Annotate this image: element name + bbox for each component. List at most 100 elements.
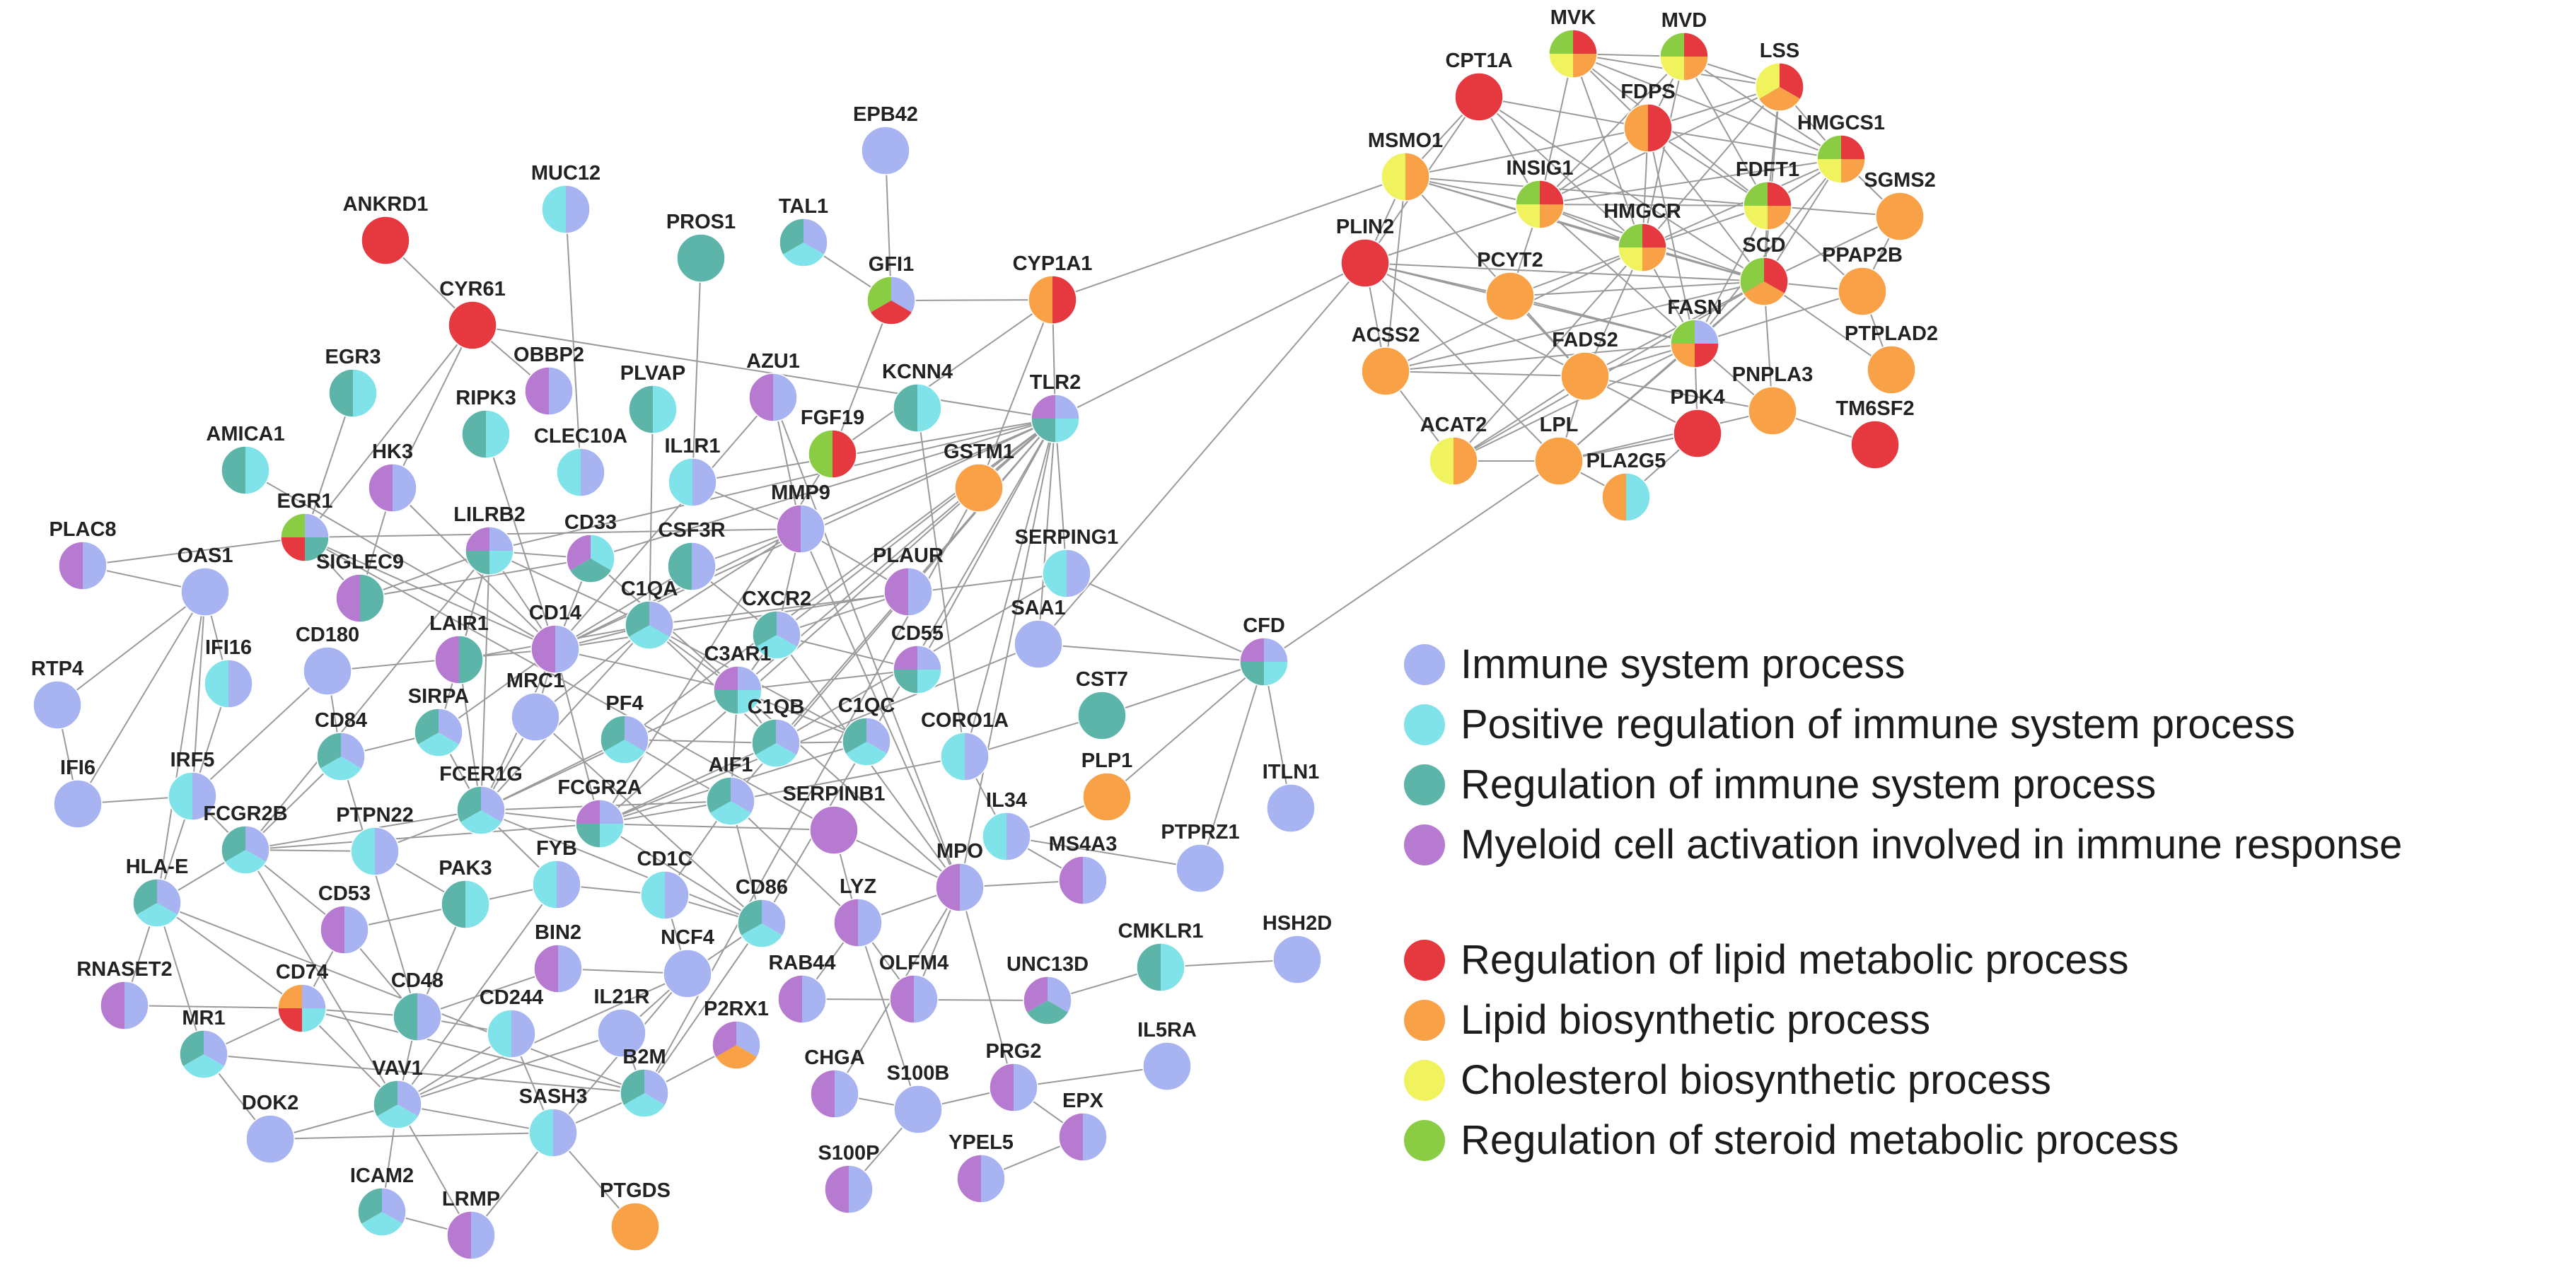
node-hla-e[interactable]: HLA-E	[126, 856, 189, 928]
node-mpo[interactable]: MPO	[935, 840, 985, 912]
node-il5ra[interactable]: IL5RA	[1137, 1019, 1197, 1091]
node-lrmp[interactable]: LRMP	[442, 1188, 500, 1260]
node-msmo1[interactable]: MSMO1	[1368, 129, 1443, 202]
node-siglec9[interactable]: SIGLEC9	[316, 551, 404, 623]
node-fdps[interactable]: FDPS	[1620, 81, 1676, 153]
node-obbp2[interactable]: OBBP2	[514, 344, 584, 416]
node-rtp4[interactable]: RTP4	[31, 658, 83, 730]
node-il21r[interactable]: IL21R	[594, 986, 650, 1058]
node-c1qb[interactable]: C1QB	[748, 696, 805, 768]
node-lair1[interactable]: LAIR1	[429, 612, 489, 684]
node-lss[interactable]: LSS	[1755, 40, 1804, 112]
node-ms4a3[interactable]: MS4A3	[1049, 833, 1118, 905]
node-fasn[interactable]: FASN	[1667, 296, 1722, 368]
node-serping1[interactable]: SERPING1	[1015, 526, 1119, 598]
node-cd244[interactable]: CD244	[480, 986, 543, 1058]
node-egr1[interactable]: EGR1	[277, 490, 333, 562]
node-cpt1a[interactable]: CPT1A	[1445, 49, 1513, 122]
node-pf4[interactable]: PF4	[600, 692, 649, 764]
node-serpinb1[interactable]: SERPINB1	[782, 783, 886, 855]
node-rnaset2[interactable]: RNASET2	[76, 958, 173, 1030]
node-cyp1a1[interactable]: CYP1A1	[1013, 252, 1093, 325]
node-epx[interactable]: EPX	[1058, 1090, 1108, 1162]
node-cmklr1[interactable]: CMKLR1	[1118, 920, 1204, 992]
node-dok2[interactable]: DOK2	[242, 1092, 299, 1164]
node-cd86[interactable]: CD86	[736, 876, 788, 948]
node-clec10a[interactable]: CLEC10A	[534, 425, 627, 497]
node-il34[interactable]: IL34	[982, 789, 1031, 861]
node-pnpla3[interactable]: PNPLA3	[1732, 363, 1813, 436]
node-pdk4[interactable]: PDK4	[1670, 386, 1725, 458]
node-unc13d[interactable]: UNC13D	[1006, 953, 1089, 1025]
node-lyz[interactable]: LYZ	[833, 875, 883, 947]
node-mvd[interactable]: MVD	[1659, 9, 1709, 81]
node-pcyt2[interactable]: PCYT2	[1477, 249, 1543, 321]
node-ptpn22[interactable]: PTPN22	[336, 804, 414, 876]
node-pak3[interactable]: PAK3	[439, 857, 492, 929]
node-ankrd1[interactable]: ANKRD1	[343, 193, 429, 265]
node-mrc1[interactable]: MRC1	[506, 670, 564, 742]
node-ptplad2[interactable]: PTPLAD2	[1845, 322, 1938, 395]
node-aif1[interactable]: AIF1	[706, 754, 755, 826]
node-c1qa[interactable]: C1QA	[621, 578, 678, 650]
node-ppap2b[interactable]: PPAP2B	[1822, 244, 1903, 316]
node-cd14[interactable]: CD14	[529, 602, 581, 674]
node-plac8[interactable]: PLAC8	[49, 518, 117, 590]
node-tlr2[interactable]: TLR2	[1030, 371, 1081, 443]
node-cd48[interactable]: CD48	[391, 969, 443, 1041]
node-lilrb2[interactable]: LILRB2	[453, 503, 526, 576]
node-pros1[interactable]: PROS1	[666, 211, 736, 283]
node-acat2[interactable]: ACAT2	[1420, 414, 1487, 486]
node-fyb[interactable]: FYB	[532, 837, 581, 909]
node-icam2[interactable]: ICAM2	[350, 1165, 414, 1237]
node-il1r1[interactable]: IL1R1	[665, 435, 721, 507]
node-acss2[interactable]: ACSS2	[1352, 324, 1420, 396]
node-cxcr2[interactable]: CXCR2	[742, 588, 811, 660]
node-lpl[interactable]: LPL	[1534, 414, 1584, 486]
node-s100p[interactable]: S100P	[818, 1142, 880, 1214]
node-mr1[interactable]: MR1	[179, 1007, 228, 1079]
node-epb42[interactable]: EPB42	[853, 103, 918, 175]
node-ptgds[interactable]: PTGDS	[600, 1179, 671, 1251]
node-chga[interactable]: CHGA	[804, 1046, 865, 1119]
node-irf5[interactable]: IRF5	[168, 749, 217, 821]
node-ptprz1[interactable]: PTPRZ1	[1161, 821, 1240, 893]
node-b2m[interactable]: B2M	[620, 1046, 669, 1118]
node-pla2g5[interactable]: PLA2G5	[1586, 450, 1666, 522]
node-gstm1[interactable]: GSTM1	[944, 440, 1014, 513]
node-ypel5[interactable]: YPEL5	[948, 1131, 1014, 1203]
node-rab44[interactable]: RAB44	[768, 952, 836, 1024]
node-hsh2d[interactable]: HSH2D	[1263, 912, 1332, 984]
node-plin2[interactable]: PLIN2	[1336, 216, 1394, 288]
node-scd[interactable]: SCD	[1739, 234, 1789, 306]
node-ncf4[interactable]: NCF4	[661, 926, 714, 998]
node-hk3[interactable]: HK3	[368, 440, 417, 513]
node-fdft1[interactable]: FDFT1	[1736, 158, 1799, 231]
node-cfd[interactable]: CFD	[1239, 614, 1289, 687]
node-kcnn4[interactable]: KCNN4	[882, 361, 953, 433]
node-ripk3[interactable]: RIPK3	[456, 387, 516, 459]
node-fads2[interactable]: FADS2	[1552, 329, 1618, 401]
node-ifi6[interactable]: IFI6	[53, 757, 103, 829]
node-cyr61[interactable]: CYR61	[439, 278, 506, 350]
node-csf3r[interactable]: CSF3R	[658, 519, 726, 591]
node-plp1[interactable]: PLP1	[1081, 749, 1133, 822]
node-bin2[interactable]: BIN2	[533, 921, 583, 993]
node-amica1[interactable]: AMICA1	[206, 423, 285, 495]
node-tal1[interactable]: TAL1	[779, 195, 828, 267]
node-hmgcs1[interactable]: HMGCS1	[1797, 112, 1885, 184]
node-fcgr2a[interactable]: FCGR2A	[557, 776, 642, 848]
node-egr3[interactable]: EGR3	[325, 346, 381, 418]
node-cd1c[interactable]: CD1C	[637, 848, 693, 920]
node-gfi1[interactable]: GFI1	[866, 253, 916, 325]
node-sirpa[interactable]: SIRPA	[408, 685, 470, 757]
node-plvap[interactable]: PLVAP	[620, 362, 685, 434]
node-cd74[interactable]: CD74	[276, 961, 328, 1033]
node-cd180[interactable]: CD180	[296, 624, 359, 696]
node-prg2[interactable]: PRG2	[986, 1040, 1042, 1112]
node-tm6sf2[interactable]: TM6SF2	[1835, 397, 1915, 469]
node-cd55[interactable]: CD55	[891, 622, 944, 694]
node-muc12[interactable]: MUC12	[531, 162, 601, 234]
node-sash3[interactable]: SASH3	[519, 1085, 588, 1157]
node-s100b[interactable]: S100B	[887, 1062, 950, 1134]
